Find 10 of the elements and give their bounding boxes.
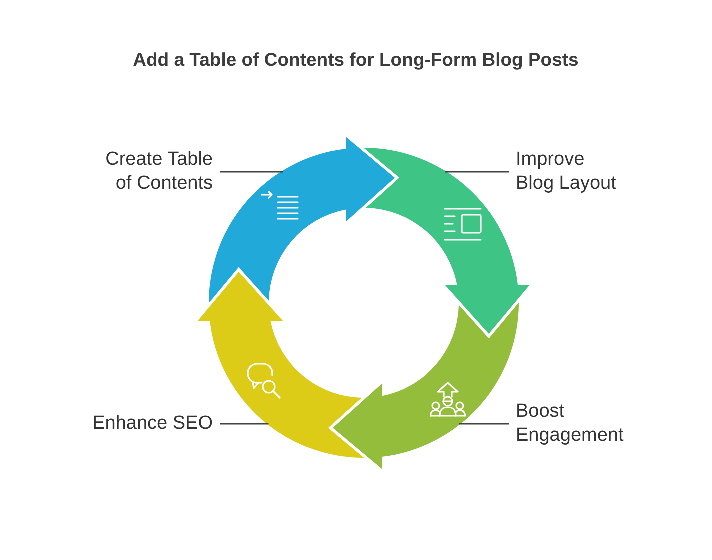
callout-label: Boost Engagement (516, 400, 638, 448)
callout-label: Enhance SEO (80, 412, 213, 436)
ring-segment (333, 302, 519, 469)
leader-line (220, 171, 283, 173)
callout-label: Create Table of Contents (93, 148, 213, 196)
leader-line (220, 423, 269, 425)
leader-line (459, 423, 509, 425)
callout-label: Improve Blog Layout (516, 148, 622, 196)
leader-line (445, 171, 509, 173)
title: Add a Table of Contents for Long-Form Blog Posts (133, 49, 579, 71)
